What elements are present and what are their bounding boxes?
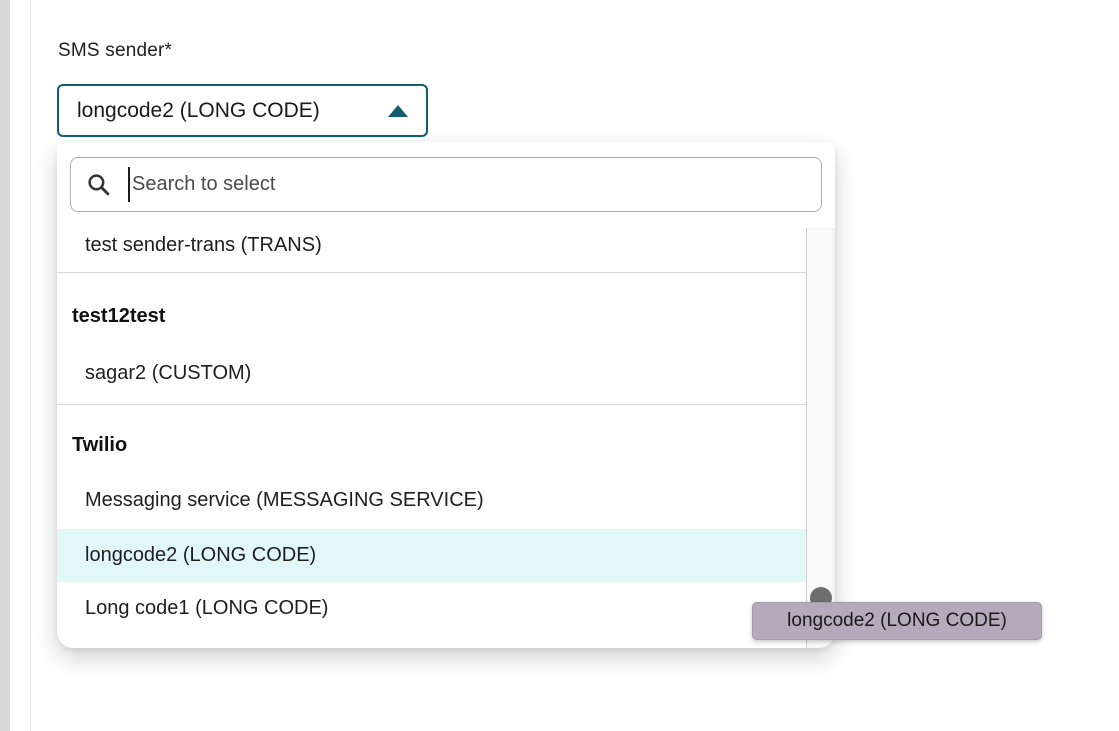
group-header-label: Twilio (72, 434, 128, 456)
chevron-up-icon (388, 104, 408, 117)
search-box (70, 157, 822, 212)
option-messaging-service[interactable]: Messaging service (MESSAGING SERVICE) (57, 471, 806, 529)
text-caret (128, 167, 130, 202)
group-divider (57, 404, 806, 405)
page-left-gutter (0, 0, 10, 731)
sms-sender-select[interactable]: longcode2 (LONG CODE) (57, 84, 428, 137)
option-test-sender-trans[interactable]: test sender-trans (TRANS) (57, 228, 806, 272)
select-current-value: longcode2 (LONG CODE) (77, 98, 320, 122)
group-header-twilio: Twilio (57, 405, 806, 471)
group-divider (57, 272, 806, 273)
scrollbar[interactable] (806, 228, 835, 648)
sms-sender-label: SMS sender* (58, 40, 173, 61)
option-sagar2[interactable]: sagar2 (CUSTOM) (57, 342, 806, 404)
panel-divider-line (30, 0, 31, 731)
option-label: Long code1 (LONG CODE) (85, 597, 329, 619)
sms-sender-dropdown: test sender-trans (TRANS) test12test sag… (57, 142, 835, 648)
group-header-test12test: test12test (57, 273, 806, 342)
options-list: test sender-trans (TRANS) test12test sag… (57, 228, 806, 648)
option-long-code1[interactable]: Long code1 (LONG CODE) (57, 582, 806, 635)
tooltip-text: longcode2 (LONG CODE) (787, 610, 1007, 631)
option-label: Messaging service (MESSAGING SERVICE) (85, 488, 484, 511)
option-label: sagar2 (CUSTOM) (85, 361, 252, 384)
option-longcode2-highlighted[interactable]: longcode2 (LONG CODE) (57, 529, 806, 582)
search-input[interactable] (70, 157, 822, 212)
option-label: test sender-trans (TRANS) (85, 234, 322, 256)
tooltip: longcode2 (LONG CODE) (752, 602, 1042, 640)
group-header-label: test12test (72, 305, 166, 327)
option-label: longcode2 (LONG CODE) (85, 544, 317, 566)
